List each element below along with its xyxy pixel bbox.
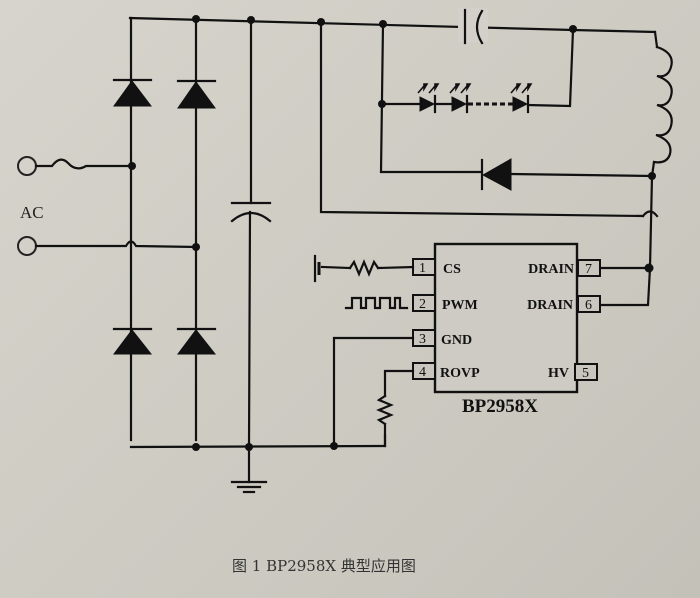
pin-label: HV [548,366,569,381]
pin-label: DRAIN [528,262,574,277]
pin-2 [412,294,436,312]
led-icon [451,96,468,112]
ac-label: AC [20,203,44,222]
led-output-wire [526,28,575,108]
chip-name: BP2958X [462,396,538,417]
led-icon [419,96,436,112]
pin-label: DRAIN [527,298,573,313]
ac-input-2 [17,236,200,256]
led-string [417,83,533,114]
pin-number: 3 [419,332,426,347]
pin-label: GND [441,333,472,348]
diode-d2 [176,79,217,109]
chip: 1 2 3 4 5 6 7 CS PWM GND ROVP HV DRAIN D… [412,242,601,417]
diode-d1 [112,78,153,107]
pin-number: 5 [582,366,589,381]
cs-resistor [313,254,415,283]
drain-wire [594,174,654,270]
led-icon [512,96,529,112]
pin-number: 1 [419,261,426,276]
led-return-wire [379,22,482,174]
pin-7 [577,259,601,277]
output-capacitor [458,8,488,45]
rovp-resistor [376,369,415,448]
pin-label: ROVP [440,366,480,381]
freewheel-diode [480,158,654,191]
fuse-icon [34,158,133,170]
ac-input-1 [17,156,136,176]
pin-number: 4 [419,365,426,380]
diode-d4 [176,327,217,355]
bulk-capacitor [230,18,272,449]
gnd-pin-wire [332,336,415,448]
hv-feed-wire [319,20,645,218]
pin-number: 2 [419,297,426,312]
pin-6 [577,295,601,313]
chip-body [433,242,579,394]
pin-number: 6 [585,298,592,313]
pin-label: PWM [442,298,478,313]
ground-icon [230,445,268,494]
figure-caption: 图 1 BP2958X 典型应用图 [232,557,416,575]
wire-crossover [641,210,659,218]
inductor [650,30,673,178]
bridge-rectifier [112,16,217,442]
pin-5 [574,363,598,381]
pin-label: CS [443,262,461,277]
pwm-signal-icon [344,296,409,310]
pin-number: 7 [585,262,592,277]
ground-rail-wire [129,433,387,449]
diode-d3 [112,327,153,355]
